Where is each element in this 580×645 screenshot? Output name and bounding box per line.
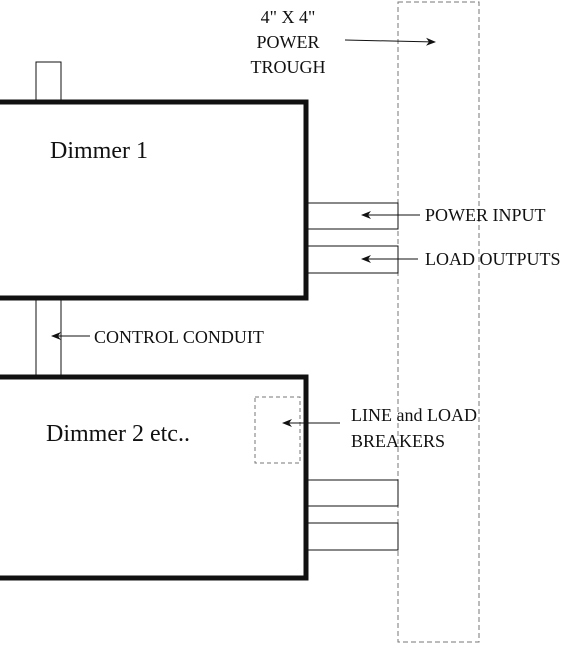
dimmer-2-box xyxy=(0,374,309,581)
dimmer-2-load-output-conduit xyxy=(307,522,399,551)
breakers-label-line-2: BREAKERS xyxy=(351,431,445,451)
control-conduit-label: CONTROL CONDUIT xyxy=(94,327,264,347)
trough-label-line-1: 4" X 4" xyxy=(261,7,316,27)
trough-label-line-3: TROUGH xyxy=(251,57,326,77)
power-trough xyxy=(397,1,480,643)
trough-arrow xyxy=(344,37,436,46)
dimmer-1-label: Dimmer 1 xyxy=(50,138,148,164)
power-input-label: POWER INPUT xyxy=(425,205,546,225)
breakers-label-line-1: LINE and LOAD xyxy=(351,405,477,425)
dimmer-1-power-input-conduit xyxy=(307,202,399,230)
trough-label-line-2: POWER xyxy=(257,32,320,52)
breakers-box xyxy=(254,396,301,464)
dimmer-2-label: Dimmer 2 etc.. xyxy=(46,421,190,447)
dimmer-1-box xyxy=(0,99,309,301)
top-conduit-stub xyxy=(35,61,62,103)
load-outputs-label: LOAD OUTPUTS xyxy=(425,249,561,269)
dimmer-2-power-input-conduit xyxy=(307,479,399,507)
